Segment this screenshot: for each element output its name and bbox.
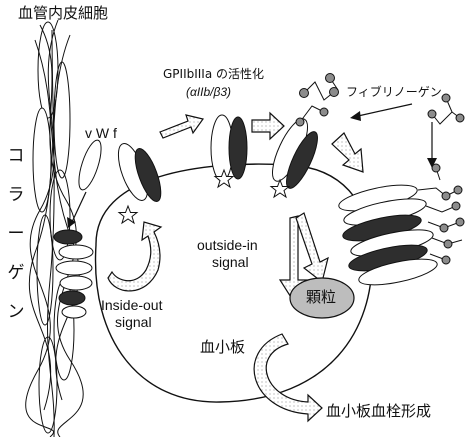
flow-arrow-2: [252, 113, 284, 139]
receptor-pair-inactive: [112, 140, 166, 204]
vwf-arrow: [72, 192, 86, 222]
outside-in-label-line2: signal: [212, 255, 249, 269]
collagen-label: コ ラ ー ゲ ン: [6, 148, 26, 343]
receptor-pair-activating: [211, 115, 247, 181]
fibrinogen-pointer-head: [350, 111, 361, 121]
granule-label: 顆粒: [306, 290, 336, 305]
collagen-char: ー: [6, 226, 26, 243]
vwf-molecule: [74, 138, 105, 192]
flow-arrow-3: [332, 133, 363, 172]
collagen-char: ラ: [6, 187, 26, 204]
endothelial-cell: [54, 62, 70, 178]
collagen-char: ン: [6, 304, 26, 321]
receptor-light: [62, 306, 86, 318]
receptor-light: [60, 276, 92, 290]
fibrinogen-bead: [320, 108, 328, 116]
fibrinogen-pointer: [358, 104, 412, 116]
activation-label-line2: (αIIb/β3): [186, 86, 231, 98]
activation-label-line1: GPIIbIIIa の活性化: [163, 68, 264, 80]
flow-arrow-1: [160, 115, 203, 138]
thrombus-formation-label: 血小板血栓形成: [326, 404, 431, 419]
receptor-dark: [59, 291, 85, 305]
outside-in-label-line1: outside-in: [197, 238, 258, 252]
receptor-dark: [54, 230, 82, 244]
endothelial-cell-label: 血管内皮細胞: [18, 6, 108, 21]
receptor-light: [59, 245, 93, 259]
receptor-light: [56, 261, 92, 275]
inside-out-label-line2: signal: [115, 315, 152, 329]
vwf-arrowhead: [67, 217, 76, 228]
collagen-char: コ: [6, 148, 26, 165]
inside-out-label-line1: Inside-out: [101, 298, 162, 312]
receptor-dark: [229, 117, 247, 179]
collagen-char: ゲ: [6, 265, 26, 282]
vessel-wall: [26, 20, 84, 437]
fibrinogen-bead: [296, 118, 304, 126]
fibrinogen-label: フィブリノーゲン: [346, 86, 442, 98]
platelet-label: 血小板: [200, 340, 245, 355]
vwf-label: v W f: [85, 126, 117, 140]
